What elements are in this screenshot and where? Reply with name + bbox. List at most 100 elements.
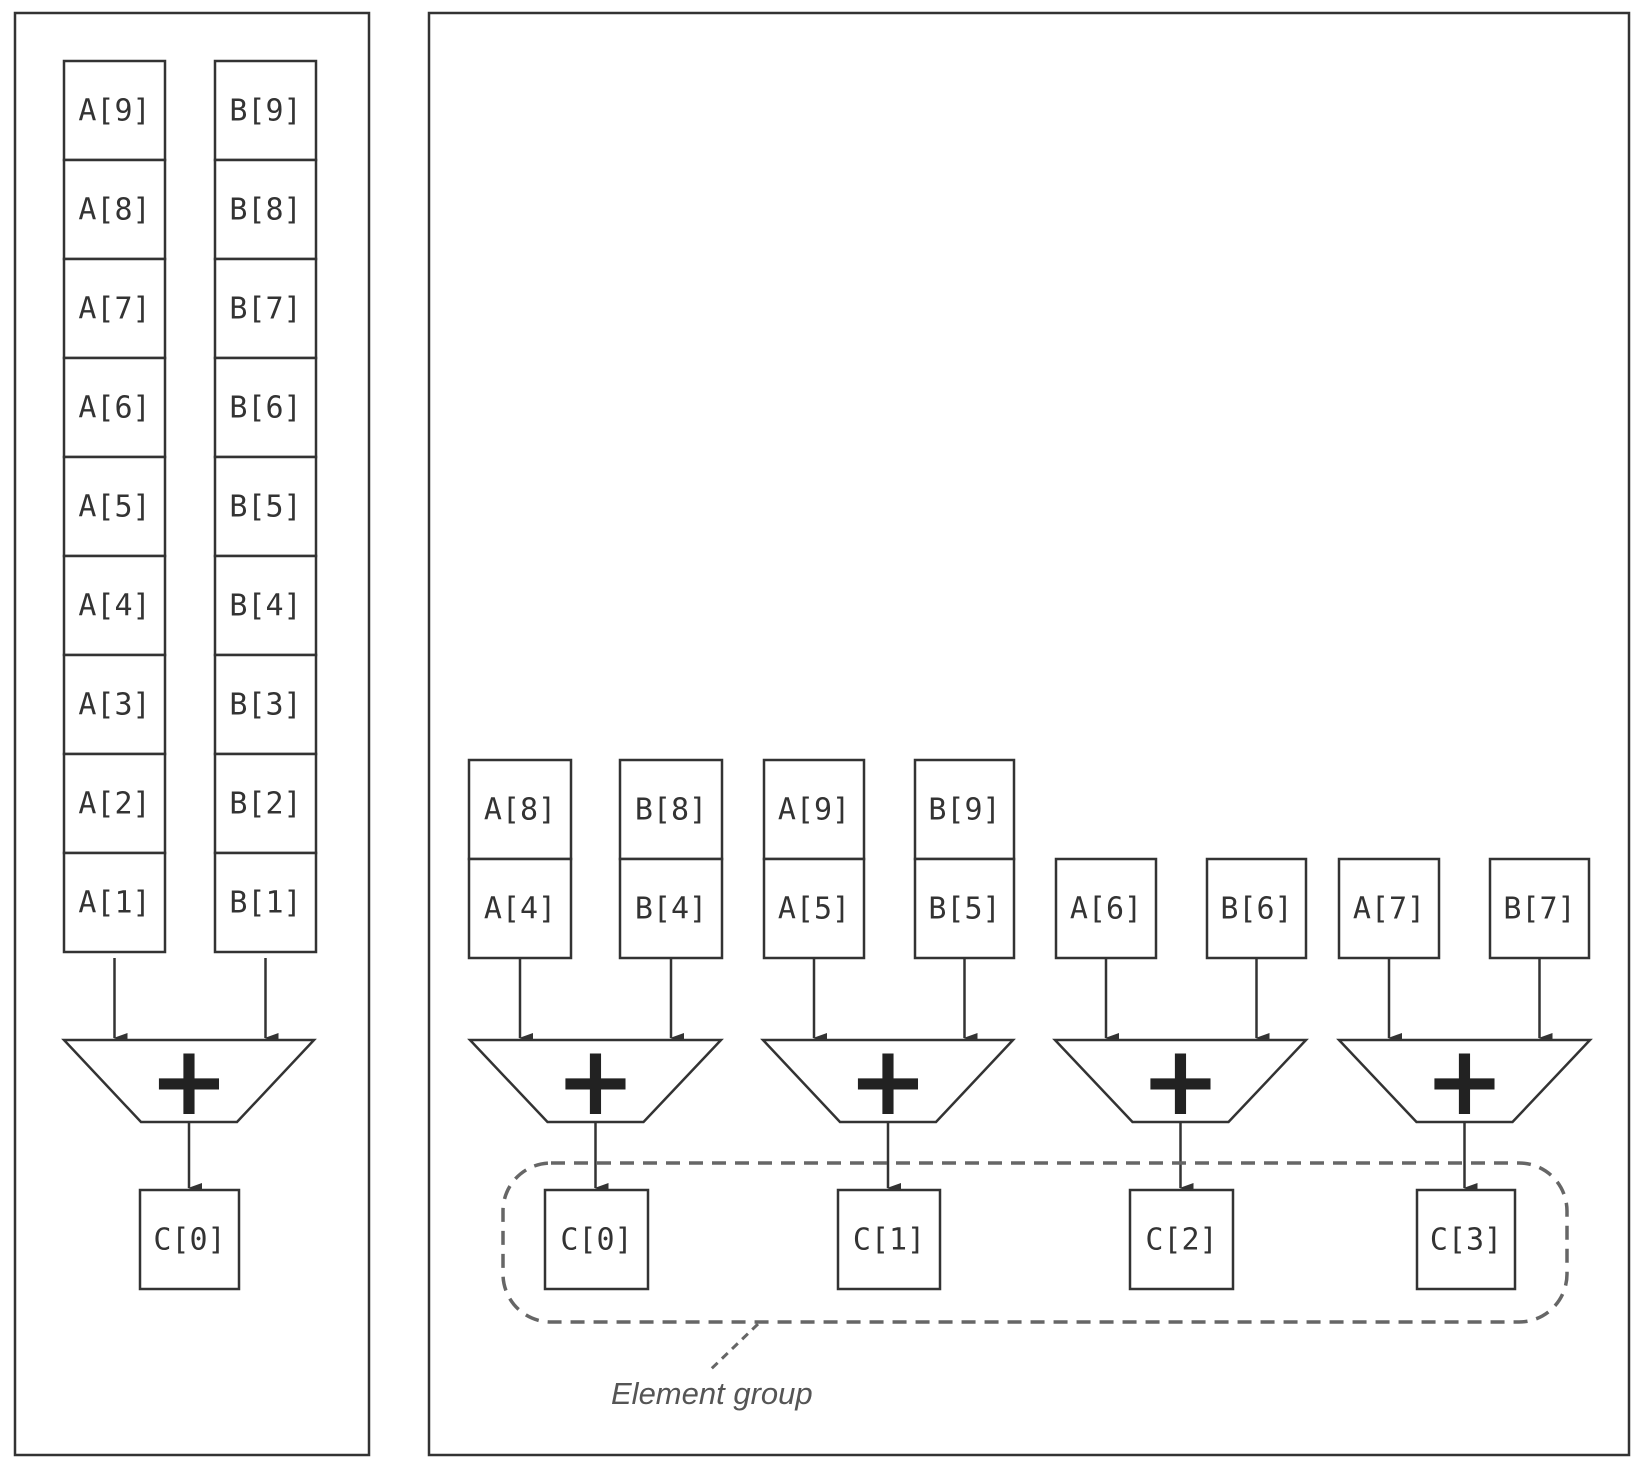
left-adder-shape xyxy=(61,1038,317,1124)
left-a-cell-label: A[6] xyxy=(78,391,150,426)
left-b-cell-label: B[1] xyxy=(229,886,301,921)
lane-a-cell-label: A[7] xyxy=(1353,892,1425,927)
left-b-cell-box xyxy=(213,554,318,657)
lane-adder: + xyxy=(467,1025,724,1137)
lane-adder: + xyxy=(1052,1025,1309,1137)
lane-a-cell-label: A[4] xyxy=(484,892,556,927)
lane-b-cell: B[6] xyxy=(1205,857,1308,960)
left-b-cell: B[8] xyxy=(213,158,318,261)
left-a-cell: A[4] xyxy=(62,554,167,657)
lane-b-cell: B[8] xyxy=(618,758,724,861)
left-b-cell-label: B[5] xyxy=(229,490,301,525)
left-a-cell-label: A[5] xyxy=(78,490,150,525)
plus-icon: + xyxy=(1140,1025,1220,1137)
left-a-cell: A[7] xyxy=(62,257,167,360)
lane-b-cell-box xyxy=(618,857,724,960)
lane-output-cell-box xyxy=(543,1188,650,1291)
lane-b-cell-box xyxy=(913,857,1016,960)
left-a-cell-box xyxy=(62,455,167,558)
left-a-cell: A[1] xyxy=(62,851,167,954)
lane-b-cell-label: B[6] xyxy=(1220,892,1292,927)
plus-icon: + xyxy=(555,1025,635,1137)
lane-output-cell-box xyxy=(1415,1188,1517,1291)
left-b-cell: B[6] xyxy=(213,356,318,459)
lane-output-cell-label: C[2] xyxy=(1145,1223,1217,1258)
lane-b-cell: B[7] xyxy=(1488,857,1591,960)
left-b-cell-label: B[8] xyxy=(229,193,301,228)
element-group-outline xyxy=(501,1161,1569,1324)
lane-a-cell-label: A[5] xyxy=(778,892,850,927)
left-b-cell-label: B[9] xyxy=(229,94,301,129)
left-b-cell: B[2] xyxy=(213,752,318,855)
left-a-cell: A[8] xyxy=(62,158,167,261)
lane-output-cell: C[1] xyxy=(836,1188,942,1291)
left-b-cell: B[4] xyxy=(213,554,318,657)
left-a-cell-label: A[8] xyxy=(78,193,150,228)
left-output-cell: C[0] xyxy=(138,1188,241,1291)
left-b-cell-label: B[7] xyxy=(229,292,301,327)
lane-b-cell: B[5] xyxy=(913,857,1016,960)
left-b-cell: B[5] xyxy=(213,455,318,558)
lane-a-cell-box xyxy=(1054,857,1158,960)
plus-icon: + xyxy=(149,1025,229,1137)
lane-b-cell-label: B[5] xyxy=(928,892,1000,927)
lane-output-cell: C[2] xyxy=(1128,1188,1235,1291)
left-b-cell-label: B[4] xyxy=(229,589,301,624)
lane-a-cell: A[8] xyxy=(467,758,573,861)
left-a-cell-box xyxy=(62,851,167,954)
left-panel-content: A[9] A[8] A[7] A[6] A[5] A[4] A[3] A[2] A[1] B[9]… xyxy=(61,59,318,1291)
lane-output-cell-label: C[1] xyxy=(853,1223,925,1258)
left-a-cell: A[5] xyxy=(62,455,167,558)
lane-output-cell: C[0] xyxy=(543,1188,650,1291)
lane-b-cell-label: B[8] xyxy=(635,793,707,828)
left-b-cell: B[1] xyxy=(213,851,318,954)
left-a-cell-label: A[4] xyxy=(78,589,150,624)
lane-adder: + xyxy=(760,1025,1016,1137)
left-a-cell-box xyxy=(62,257,167,360)
lane-a-cell: A[4] xyxy=(467,857,573,960)
element-group-label: Element group xyxy=(611,1376,813,1411)
lane-output-cell-box xyxy=(836,1188,942,1291)
left-a-cell-label: A[7] xyxy=(78,292,150,327)
left-output-cell-label: C[0] xyxy=(153,1223,225,1258)
lane-b-cell-box xyxy=(913,758,1016,861)
lane-a-cell-box xyxy=(762,758,866,861)
right-panel-content: A[8] A[4] B[8] B[4] + C[0] A[9] A[5] B[9] B[5] + C[… xyxy=(467,758,1593,1291)
left-a-cell-label: A[3] xyxy=(78,688,150,723)
lane-adder-shape xyxy=(1336,1038,1593,1124)
lane-b-cell: B[9] xyxy=(913,758,1016,861)
left-a-cell-box xyxy=(62,554,167,657)
lane-b-cell-label: B[9] xyxy=(928,793,1000,828)
lane-b-cell-label: B[4] xyxy=(635,892,707,927)
left-a-cell: A[9] xyxy=(62,59,167,162)
lane-b-cell-label: B[7] xyxy=(1503,892,1575,927)
lane-adder-shape xyxy=(1052,1038,1309,1124)
plus-icon: + xyxy=(848,1025,928,1137)
left-a-cell-label: A[9] xyxy=(78,94,150,129)
left-b-cell: B[3] xyxy=(213,653,318,756)
left-b-cell: B[9] xyxy=(213,59,318,162)
left-b-cell-box xyxy=(213,356,318,459)
left-output-cell-box xyxy=(138,1188,241,1291)
lane-adder-shape xyxy=(467,1038,724,1124)
lane-adder: + xyxy=(1336,1025,1593,1137)
element-group-leader xyxy=(706,1322,760,1374)
lane-a-cell-label: A[9] xyxy=(778,793,850,828)
lane-a-cell-label: A[6] xyxy=(1070,892,1142,927)
left-a-cell: A[3] xyxy=(62,653,167,756)
lane-b-cell-box xyxy=(1205,857,1308,960)
lane-b-cell-box xyxy=(1488,857,1591,960)
lane-a-cell: A[5] xyxy=(762,857,866,960)
lane-output-cell-box xyxy=(1128,1188,1235,1291)
left-a-cell-label: A[1] xyxy=(78,886,150,921)
lane-output-cell-label: C[3] xyxy=(1430,1223,1502,1258)
lane-a-cell-label: A[8] xyxy=(484,793,556,828)
lane-output-cell: C[3] xyxy=(1415,1188,1517,1291)
left-b-cell-box xyxy=(213,752,318,855)
left-a-cell: A[2] xyxy=(62,752,167,855)
lane-a-cell: A[6] xyxy=(1054,857,1158,960)
lane-a-cell-box xyxy=(1337,857,1441,960)
left-a-cell-box xyxy=(62,653,167,756)
lane-a-cell: A[7] xyxy=(1337,857,1441,960)
